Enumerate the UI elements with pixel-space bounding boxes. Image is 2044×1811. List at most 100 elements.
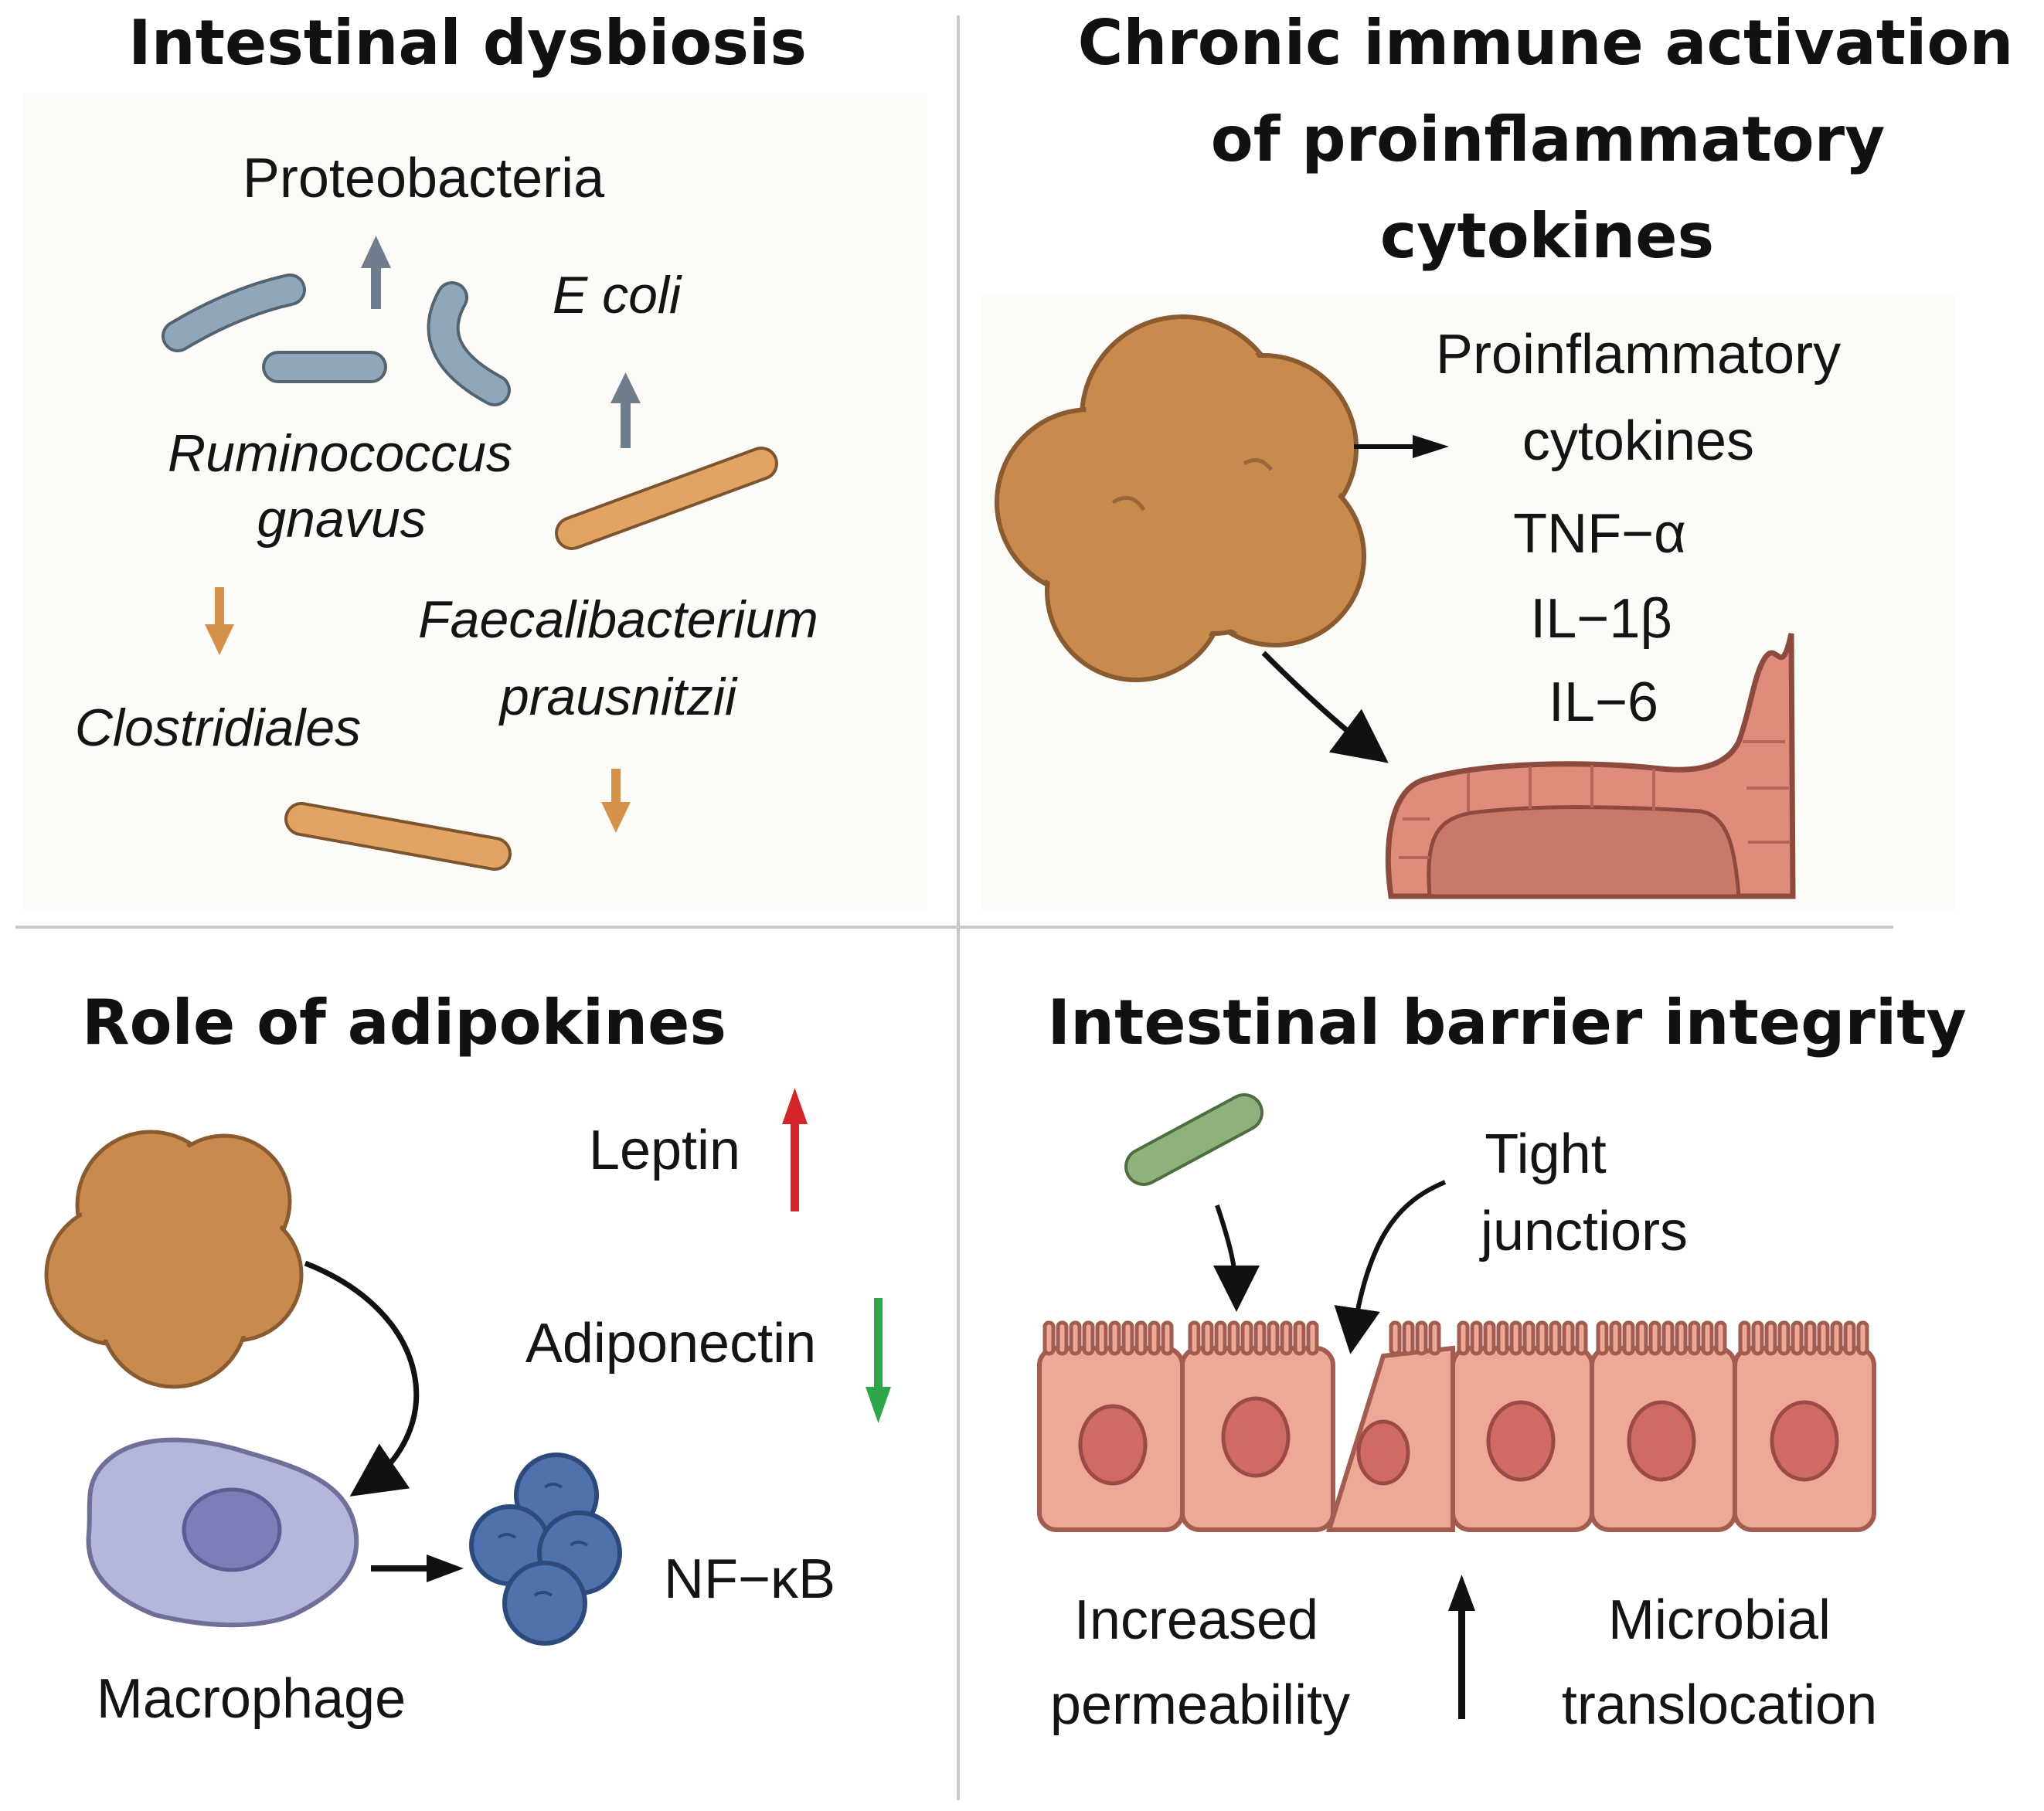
ecoli-label: E coli bbox=[552, 266, 682, 324]
microvillus bbox=[1428, 1320, 1441, 1356]
permeability-label-line1: Increased bbox=[1073, 1589, 1319, 1651]
cytokines-label-line2: cytokines bbox=[1522, 410, 1755, 472]
adipocyte-to-intestine-arrow bbox=[1261, 651, 1389, 763]
macrophage-label: Macrophage bbox=[96, 1668, 406, 1730]
orange-bacterium-upper bbox=[555, 447, 778, 550]
microvillus bbox=[1280, 1320, 1293, 1356]
microvillus bbox=[1082, 1320, 1095, 1356]
faecalibacterium-label-line2: prausnitzii bbox=[499, 668, 737, 726]
epithelial-layer bbox=[1037, 1320, 1876, 1532]
il1-beta-label: IL−1β bbox=[1530, 588, 1672, 650]
microvillus bbox=[1095, 1320, 1108, 1356]
proteobacteria-label: Proteobacteria bbox=[242, 148, 605, 209]
immune-title-line1: Chronic immune activation bbox=[1077, 7, 2014, 79]
microvillus bbox=[1549, 1320, 1562, 1356]
microvillus bbox=[1714, 1320, 1727, 1356]
leptin-up-arrow bbox=[782, 1088, 808, 1211]
green-bacterium bbox=[1124, 1093, 1263, 1186]
clostridiales-label: Clostridiales bbox=[74, 698, 362, 757]
microvillus bbox=[1415, 1320, 1428, 1356]
microvillus bbox=[1483, 1320, 1496, 1356]
colon-illustration bbox=[1385, 633, 1796, 899]
microvillus bbox=[1817, 1320, 1830, 1356]
translocation-label-line1: Microbial bbox=[1607, 1589, 1831, 1651]
microvillus bbox=[1227, 1320, 1240, 1356]
adipocyte-to-macrophage-arrow bbox=[304, 1260, 420, 1497]
microvillus bbox=[1470, 1320, 1483, 1356]
adipocyte-cluster-large bbox=[995, 314, 1366, 682]
immune-title-line2: of proinflammatory bbox=[1210, 104, 1886, 175]
translocation-label-line2: translocation bbox=[1561, 1674, 1878, 1736]
microvillus bbox=[1201, 1320, 1214, 1356]
microvillus bbox=[1830, 1320, 1843, 1356]
adiponectin-label: Adiponectin bbox=[525, 1313, 817, 1374]
nfkb-label: NF−κB bbox=[663, 1548, 836, 1610]
microvillus bbox=[1389, 1320, 1402, 1356]
microvillus bbox=[1764, 1320, 1777, 1356]
bacterium-entry-arrow bbox=[1212, 1205, 1260, 1312]
leptin-label: Leptin bbox=[588, 1120, 741, 1181]
microvillus bbox=[1648, 1320, 1661, 1356]
microvillus bbox=[1240, 1320, 1253, 1356]
permeability-up-arrow bbox=[1448, 1575, 1475, 1719]
microvillus bbox=[1609, 1320, 1622, 1356]
barrier-title: Intestinal barrier integrity bbox=[1047, 987, 1967, 1058]
macrophage-cell bbox=[86, 1437, 359, 1628]
microvillus bbox=[1738, 1320, 1751, 1356]
microvillus bbox=[1457, 1320, 1470, 1356]
microvillus bbox=[1596, 1320, 1609, 1356]
adipocyte-cluster-small bbox=[44, 1130, 304, 1389]
cytokine-arrow bbox=[1354, 435, 1449, 458]
microvillus bbox=[1622, 1320, 1635, 1356]
microvillus bbox=[1843, 1320, 1856, 1356]
microvillus bbox=[1701, 1320, 1714, 1356]
nfkb-cell-cluster bbox=[469, 1453, 622, 1646]
faecalibacterium-label-line1: Faecalibacterium bbox=[418, 590, 818, 649]
orange-bacterium-lower bbox=[284, 802, 512, 871]
microvillus bbox=[1306, 1320, 1319, 1356]
macrophage-to-nfkb-arrow bbox=[371, 1554, 464, 1582]
tight-junction-arrow bbox=[1334, 1180, 1447, 1354]
il6-label: IL−6 bbox=[1548, 671, 1659, 733]
microvillus bbox=[1042, 1320, 1056, 1356]
microvillus bbox=[1056, 1320, 1069, 1356]
microvillus bbox=[1293, 1320, 1306, 1356]
microvillus bbox=[1108, 1320, 1121, 1356]
faecalibacterium-down-arrow bbox=[601, 769, 631, 833]
microvillus bbox=[1536, 1320, 1549, 1356]
gray-bacterium-curved-1 bbox=[162, 274, 306, 352]
microvillus bbox=[1069, 1320, 1082, 1356]
adiponectin-down-arrow bbox=[866, 1298, 891, 1423]
microvillus bbox=[1635, 1320, 1648, 1356]
microvillus bbox=[1496, 1320, 1509, 1356]
tight-junctions-label-line1: Tight bbox=[1485, 1123, 1607, 1185]
microvillus bbox=[1661, 1320, 1675, 1356]
cytokines-label-line1: Proinflammatory bbox=[1435, 324, 1842, 386]
microvillus bbox=[1214, 1320, 1227, 1356]
gray-bacterium-curved-2 bbox=[427, 281, 511, 406]
proteobacteria-up-arrow bbox=[361, 236, 391, 309]
microvillus bbox=[1562, 1320, 1575, 1356]
microvillus bbox=[1856, 1320, 1869, 1356]
microvillus bbox=[1804, 1320, 1817, 1356]
microvillus bbox=[1751, 1320, 1764, 1356]
microvillus bbox=[1253, 1320, 1267, 1356]
permeability-label-line2: permeability bbox=[1049, 1674, 1351, 1736]
immune-title-line3: cytokines bbox=[1379, 200, 1715, 272]
ruminococcus-label-line1: Ruminococcus bbox=[168, 424, 512, 483]
dysbiosis-panel-bg bbox=[23, 93, 927, 912]
microvillus bbox=[1791, 1320, 1804, 1356]
microvilli bbox=[1042, 1320, 1869, 1356]
microvillus bbox=[1134, 1320, 1148, 1356]
microvillus bbox=[1188, 1320, 1201, 1356]
tight-junctions-label-line2: junctiors bbox=[1480, 1201, 1689, 1262]
microvillus bbox=[1121, 1320, 1134, 1356]
microvillus bbox=[1267, 1320, 1280, 1356]
microvillus bbox=[1402, 1320, 1415, 1356]
microvillus bbox=[1675, 1320, 1688, 1356]
microvillus bbox=[1522, 1320, 1536, 1356]
microvillus bbox=[1509, 1320, 1522, 1356]
microvillus bbox=[1575, 1320, 1588, 1356]
